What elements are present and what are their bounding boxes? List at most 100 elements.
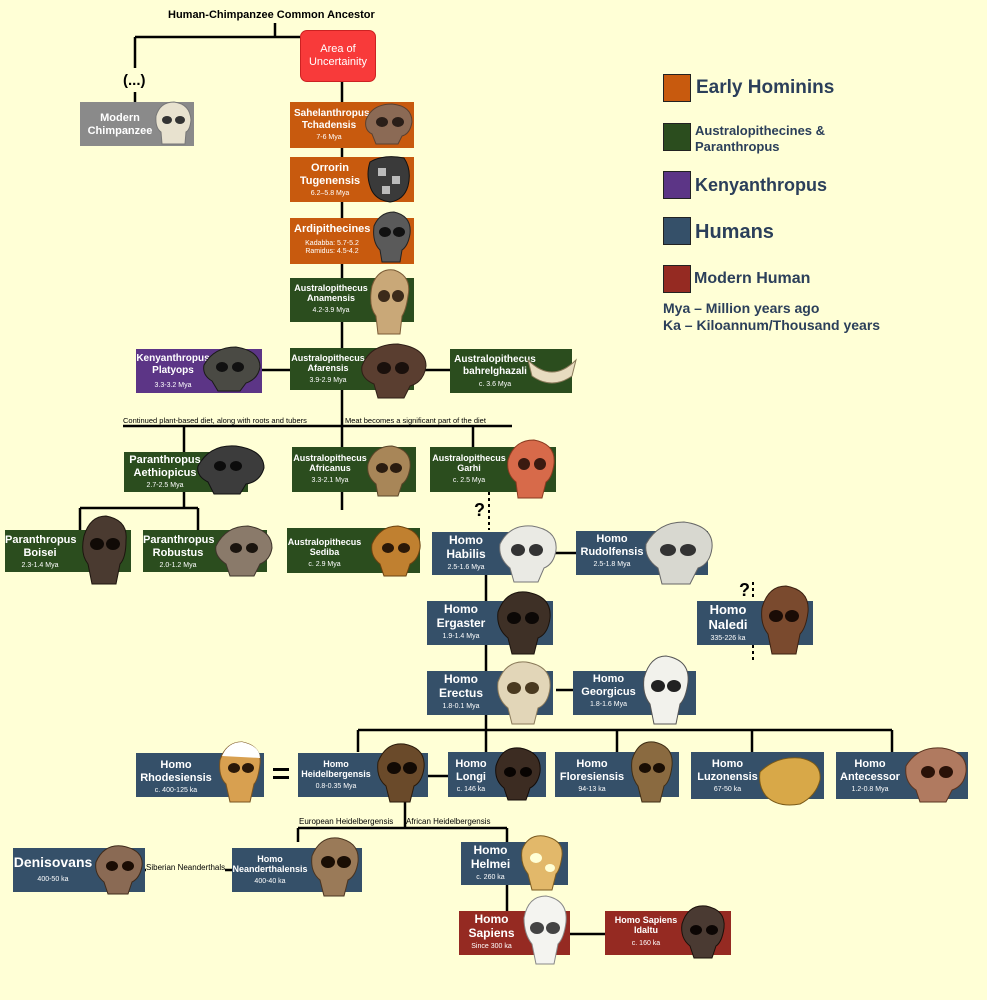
node-date: 0.8-0.35 Mya: [315, 782, 357, 790]
legend-label-kenyanthropus: Kenyanthropus: [695, 175, 828, 195]
legend-label-australopithecines: Australopithecines & Paranthropus: [695, 123, 826, 155]
node-date: Kadabba: 5.7-5.2: [305, 239, 359, 247]
question-mark: ?: [474, 500, 485, 520]
node-name: Ardipithecines: [294, 223, 371, 235]
node-name: Australopithecus Garhi: [432, 453, 506, 474]
legend-swatch-modern-human: [663, 265, 691, 293]
node-name: Homo Longi: [455, 758, 487, 783]
skull-icon: [365, 103, 413, 145]
skull-icon: [215, 525, 273, 577]
node-name: Denisovans: [13, 854, 93, 870]
node-name: Orrorin Tugenensis: [299, 162, 361, 187]
node-name: Homo Heidelbergensis: [301, 759, 371, 780]
skull-icon: [495, 747, 541, 801]
node-name: Australopithecus Africanus: [293, 453, 367, 474]
node-name: Homo Habilis: [446, 533, 486, 561]
jaw-fossil-icon: [527, 358, 577, 384]
european-heidelbergensis-label: European Heidelbergensis: [299, 817, 394, 826]
node-name: Homo Rhodesiensis: [140, 759, 212, 784]
skull-icon: [905, 747, 967, 803]
node-name: Homo Sapiens: [468, 912, 515, 940]
node-date: 1.9-1.4 Mya: [442, 632, 480, 640]
legend-swatch-kenyanthropus: [663, 171, 691, 199]
legend-swatch-humans: [663, 217, 691, 245]
node-date: 1.2-0.8 Mya: [851, 786, 889, 794]
node-date: 4.2-3.9 Mya: [312, 306, 350, 314]
legend-label-early-hominins: Early Hominins: [696, 77, 835, 98]
legend-swatch-australopithecines: [663, 123, 691, 151]
node-date: c. 400-125 ka: [154, 787, 198, 795]
node-name: Homo Floresiensis: [559, 758, 625, 783]
node-date: 2.3-1.4 Mya: [21, 562, 59, 570]
node-name: Kenyanthropus Platyops: [136, 353, 210, 376]
jaw-fossil-icon: [759, 757, 821, 806]
diet-meat-annotation: Meat becomes a significant part of the d…: [345, 416, 486, 425]
node-date: c. 2.9 Mya: [308, 560, 341, 568]
node-date: 1.8-0.1 Mya: [442, 702, 480, 710]
node-name: Homo Antecessor: [840, 758, 900, 783]
skull-icon: [761, 585, 809, 655]
node-name: Paranthropus Robustus: [143, 534, 215, 559]
legend-label-modern-human: Modern Human: [694, 270, 811, 287]
skull-icon: [377, 743, 425, 803]
node-name: Australopithecus bahrelghazali: [454, 354, 536, 377]
area-of-uncertainty-label: Area of Uncertainity: [308, 42, 368, 68]
node-date: 3.3-3.2 Mya: [154, 382, 192, 389]
siberian-neanderthals-label: Siberian Neanderthals: [146, 863, 226, 872]
node-date: 3.9-2.9 Mya: [309, 376, 347, 384]
node-date: 6.2–5.8 Mya: [310, 190, 350, 198]
node-date: Since 300 ka: [471, 942, 512, 950]
legend-label-humans: Humans: [695, 221, 774, 243]
skull-icon: [82, 515, 127, 585]
node-date: 94-13 ka: [578, 786, 606, 794]
node-name: Homo Luzonensis: [697, 758, 758, 783]
skull-icon: [370, 269, 410, 335]
skull-icon: [497, 661, 551, 725]
skull-icon: [361, 343, 427, 399]
node-name: Homo Erectus: [438, 672, 484, 700]
node-date: c. 260 ka: [476, 873, 505, 881]
node-date: 400-40 ka: [254, 877, 286, 885]
skull-icon: [197, 445, 265, 495]
common-ancestor-title: Human-Chimpanzee Common Ancestor: [168, 9, 375, 21]
bahrelghazali-node: Australopithecus bahrelghazali c. 3.6 My…: [450, 349, 572, 393]
skull-icon: [203, 346, 261, 392]
node-date: 400-50 ka: [37, 876, 69, 884]
skull-icon: [367, 156, 410, 203]
skull-icon: [95, 845, 143, 895]
diet-plant-annotation: Continued plant-based diet, along with r…: [123, 416, 307, 425]
node-name: Homo Neanderthalensis: [232, 854, 308, 875]
node-name: Paranthropus Boisei: [5, 534, 77, 559]
node-date: 7-6 Mya: [316, 134, 342, 141]
skull-icon: [219, 741, 261, 803]
node-date: c. 160 ka: [631, 939, 661, 947]
node-name: Australopithecus Anamensis: [294, 283, 368, 304]
node-date-2: Ramidus: 4.5-4.2: [305, 248, 359, 256]
legend-mya-note: Mya – Million years ago: [663, 300, 820, 316]
legend-swatch-early-hominins: [663, 74, 691, 102]
skull-icon: [521, 835, 563, 891]
question-mark-naledi: ?: [739, 580, 750, 600]
node-date: 67-50 ka: [713, 786, 742, 794]
node-date: 1.8-1.6 Mya: [590, 701, 627, 709]
node-name: Australopithecus Afarensis: [291, 353, 365, 374]
skull-icon: [367, 445, 411, 497]
skull-icon: [371, 525, 421, 577]
node-date: c. 146 ka: [456, 786, 486, 794]
skull-icon: [523, 895, 567, 965]
skull-icon: [499, 525, 557, 583]
node-date: 335-226 ka: [710, 634, 746, 642]
sapiens-node: Homo Sapiens Since 300 ka: [459, 911, 570, 955]
skull-icon: [373, 211, 411, 263]
african-heidelbergensis-label: African Heidelbergensis: [406, 817, 491, 826]
node-date: c. 2.5 Mya: [452, 476, 486, 484]
skull-icon: [497, 591, 551, 655]
area-of-uncertainty-box: Area of Uncertainity: [300, 30, 376, 82]
node-name: Homo Georgicus: [581, 673, 636, 698]
skull-icon: [645, 521, 713, 585]
node-date: 2.7-2.5 Mya: [146, 482, 184, 490]
node-date: 2.5-1.6 Mya: [447, 563, 485, 571]
node-name: Australopithecus Sediba: [287, 537, 362, 558]
node-name: Homo Ergaster: [436, 602, 486, 630]
chimpanzee-skull-icon: [155, 101, 192, 145]
